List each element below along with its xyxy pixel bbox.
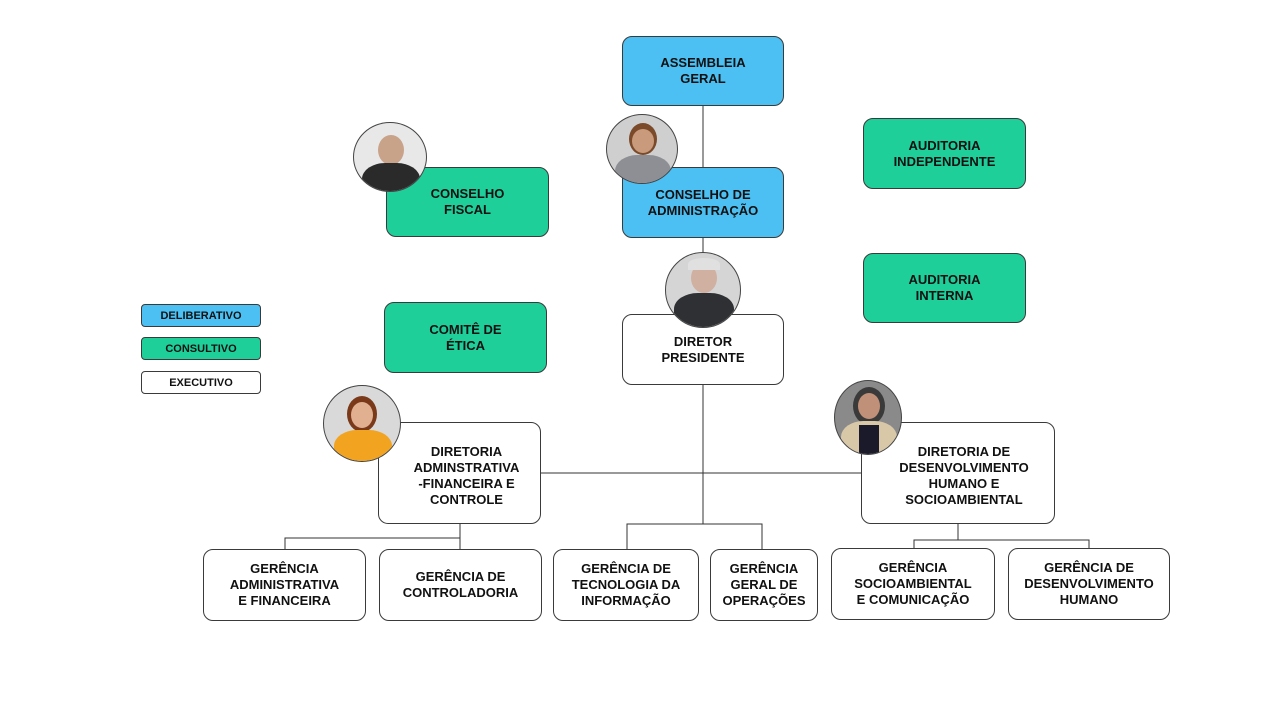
avatar-diretor-presidente (665, 252, 741, 328)
node-gerencia-operacoes: GERÊNCIA GERAL DE OPERAÇÕES (710, 549, 818, 621)
node-auditoria-interna: AUDITORIA INTERNA (863, 253, 1026, 323)
legend-executivo: EXECUTIVO (141, 371, 261, 394)
node-gerencia-socioambiental: GERÊNCIA SOCIOAMBIENTAL E COMUNICAÇÃO (831, 548, 995, 620)
avatar-conselho-fiscal (353, 122, 427, 192)
legend-consultivo: CONSULTIVO (141, 337, 261, 360)
avatar-diretoria-desenvolvimento (834, 380, 902, 455)
avatar-conselho-administracao (606, 114, 678, 184)
node-comite-etica: COMITÊ DE ÉTICA (384, 302, 547, 373)
legend-deliberativo: DELIBERATIVO (141, 304, 261, 327)
node-conselho-administracao: CONSELHO DE ADMINISTRAÇÃO (622, 167, 784, 238)
node-gerencia-ti: GERÊNCIA DE TECNOLOGIA DA INFORMAÇÃO (553, 549, 699, 621)
node-auditoria-independente: AUDITORIA INDEPENDENTE (863, 118, 1026, 189)
node-assembleia-geral: ASSEMBLEIA GERAL (622, 36, 784, 106)
line-dh-gerencias (913, 539, 1090, 549)
node-gerencia-adm-financeira: GERÊNCIA ADMINISTRATIVA E FINANCEIRA (203, 549, 366, 621)
node-gerencia-controladoria: GERÊNCIA DE CONTROLADORIA (379, 549, 542, 621)
line-adm-gerencias (284, 537, 460, 549)
node-conselho-fiscal: CONSELHO FISCAL (386, 167, 549, 237)
avatar-diretoria-administrativa (323, 385, 401, 462)
line-ti-ops (626, 523, 763, 549)
node-diretoria-administrativa: DIRETORIA ADMINSTRATIVA -FINANCEIRA E CO… (378, 422, 541, 524)
node-gerencia-desenvolvimento: GERÊNCIA DE DESENVOLVIMENTO HUMANO (1008, 548, 1170, 620)
